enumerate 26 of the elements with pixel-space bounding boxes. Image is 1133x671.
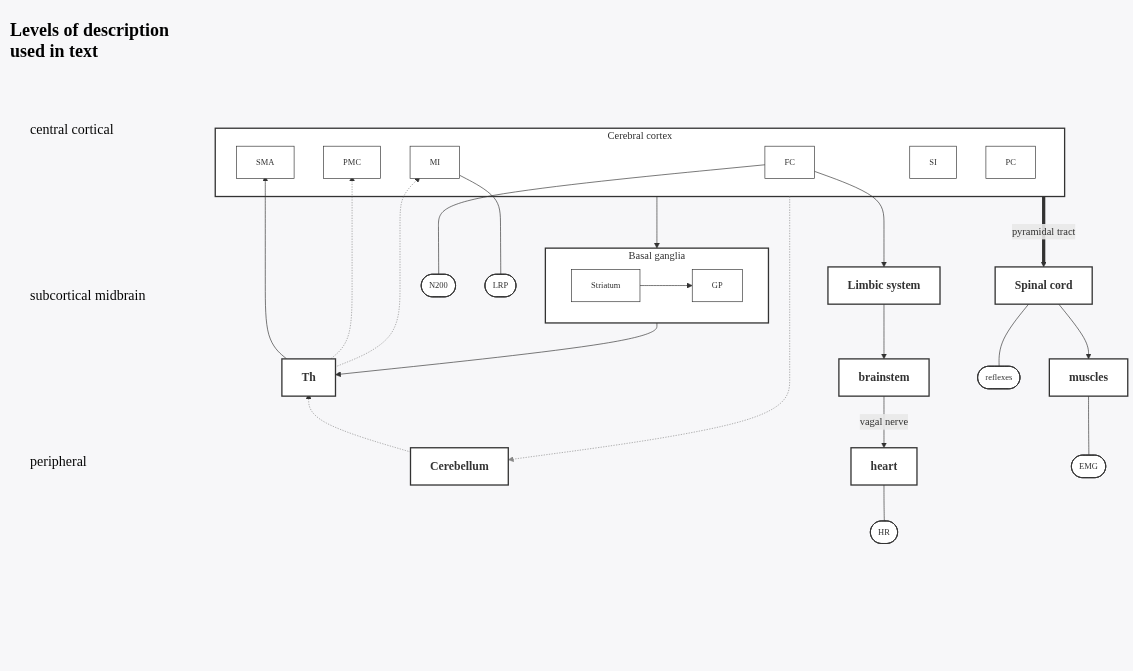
node-box: Striatum: [571, 268, 641, 302]
node-box: Spinal cord: [994, 265, 1093, 305]
edge-label: vagal nerve: [859, 415, 909, 427]
node-box: Cerebellum: [409, 446, 509, 486]
node-box: PC: [985, 145, 1036, 179]
node-box: muscles: [1048, 357, 1129, 397]
node-box: MI: [409, 145, 460, 179]
node-box: heart: [850, 446, 918, 486]
connector: [1088, 395, 1090, 456]
connector: [998, 303, 1029, 367]
node-box: GP: [691, 268, 743, 302]
level-label: subcortical midbrain: [30, 288, 147, 304]
node-box: PMC: [323, 145, 381, 179]
connector: [883, 484, 885, 522]
node-box: FC: [764, 145, 815, 179]
level-label: peripheral: [30, 454, 88, 470]
node-box: brainstem: [838, 357, 930, 397]
column-heading: Levels of description used in text: [10, 20, 170, 62]
node-box: SMA: [236, 145, 295, 179]
connector: [459, 174, 502, 275]
node-box: Th: [281, 357, 337, 397]
connector: [438, 164, 766, 275]
node-box: SI: [909, 145, 957, 179]
edge-label: pyramidal tract: [1011, 225, 1076, 237]
node-box: Limbic system: [827, 265, 941, 305]
level-label: central cortical: [30, 122, 115, 138]
